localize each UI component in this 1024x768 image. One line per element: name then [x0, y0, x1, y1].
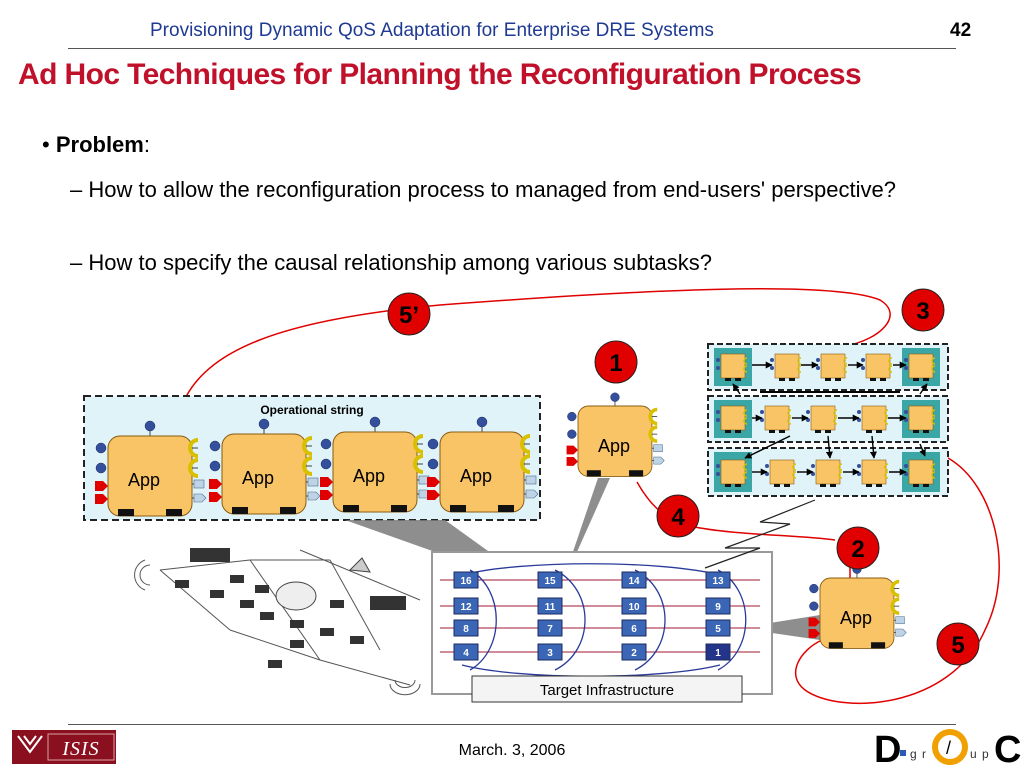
infra-node-label: 3	[547, 648, 553, 659]
step-marker-3: 3	[901, 288, 945, 332]
infra-node-label: 5	[715, 624, 721, 635]
infra-node-label: 14	[628, 576, 640, 587]
op-app-2-label: App	[242, 468, 274, 488]
step-label-4: 4	[671, 504, 685, 531]
step-marker-5prime: 5’	[387, 292, 431, 336]
doc-logo-u: u	[970, 747, 977, 761]
infra-node: 9	[705, 597, 731, 615]
doc-logo-c: C	[994, 729, 1021, 768]
infra-node: 7	[537, 619, 563, 637]
infra-node-label: 10	[628, 602, 640, 613]
infra-node: 4	[453, 643, 479, 661]
infra-node-label: 7	[547, 624, 553, 635]
step-marker-2: 2	[836, 526, 880, 570]
target-infrastructure-label: Target Infrastructure	[540, 682, 674, 699]
doc-logo-r: r	[922, 747, 926, 761]
infra-node: 10	[621, 597, 647, 615]
infra-node-label: 8	[463, 624, 469, 635]
isis-logo-text: ISIS	[61, 738, 99, 760]
op-app-4: App	[425, 415, 540, 514]
infra-node: 16	[453, 571, 479, 589]
op-app-1: App	[93, 419, 208, 518]
infra-node-label: 11	[545, 602, 556, 613]
header-title: Provisioning Dynamic QoS Adaptation for …	[150, 20, 714, 41]
curve-5prime	[181, 288, 891, 406]
problem-colon: :	[143, 132, 150, 157]
infra-node-label: 1	[715, 648, 721, 659]
infra-node-label: 15	[544, 576, 556, 587]
sub-bullet-2-text: How to specify the causal relationship a…	[88, 250, 713, 275]
doc-logo-d: D	[874, 729, 901, 768]
isis-logo: ISIS	[12, 730, 116, 764]
target-infrastructure-box	[471, 675, 743, 703]
step-marker-4: 4	[656, 494, 700, 538]
infra-node: 12	[453, 597, 479, 615]
step-label-3: 3	[916, 298, 929, 325]
projection-beam-3	[738, 615, 820, 640]
slide-title: Ad Hoc Techniques for Planning the Recon…	[18, 58, 862, 91]
infra-node: 11	[537, 597, 563, 615]
doc-logo-p: p	[982, 747, 989, 761]
step-label-5: 5	[951, 632, 964, 659]
dash-1: –	[70, 177, 89, 202]
infra-node-label: 2	[631, 648, 637, 659]
infra-node: 5	[705, 619, 731, 637]
op-app-2: App	[207, 417, 322, 516]
network-sketch	[134, 548, 421, 696]
step-label-5prime: 5’	[399, 302, 419, 329]
op-app-4-label: App	[460, 466, 492, 486]
operational-string-label: Operational string	[260, 403, 363, 417]
doc-logo-g: g	[910, 747, 917, 761]
infra-node: 14	[621, 571, 647, 589]
infra-node: 6	[621, 619, 647, 637]
op-app-3-label: App	[353, 466, 385, 486]
curve-5	[794, 457, 1000, 705]
infra-node-label: 12	[460, 602, 472, 613]
infra-node-label: 6	[631, 624, 637, 635]
infra-node: 13	[705, 571, 731, 589]
infra-node: 15	[537, 571, 563, 589]
footer-rule	[68, 724, 956, 725]
problem-label: Problem	[55, 132, 144, 157]
step-marker-5: 5	[936, 622, 980, 666]
header-rule	[68, 48, 956, 49]
step-label-1: 1	[609, 350, 622, 377]
infra-node: 2	[621, 643, 647, 661]
slide-number: 42	[950, 20, 972, 41]
curve-4	[636, 481, 836, 541]
bullet-dot: •	[42, 132, 56, 157]
app-step-1: App	[564, 391, 666, 479]
infra-node-label: 4	[463, 648, 469, 659]
infra-node: 1	[705, 643, 731, 661]
op-app-3: App	[318, 415, 433, 514]
infra-node-label: 13	[712, 576, 724, 587]
dash-2: –	[70, 250, 89, 275]
footer-date: March. 3, 2006	[458, 742, 566, 759]
op-app-1-label: App	[128, 470, 160, 490]
sub-bullet-2: – How to specify the causal relationship…	[70, 250, 712, 276]
sub-bullet-1-text: How to allow the reconfiguration process…	[88, 177, 896, 202]
infra-node-label: 16	[460, 576, 472, 587]
app-step-2: App	[806, 563, 908, 651]
infra-node: 8	[453, 619, 479, 637]
sub-bullet-1: – How to allow the reconfiguration proce…	[70, 174, 920, 206]
step-label-2: 2	[851, 536, 864, 563]
wireless-link	[704, 499, 816, 569]
infra-node-label: 9	[715, 602, 721, 613]
app-step-1-label: App	[598, 436, 630, 456]
step-marker-1: 1	[594, 340, 638, 384]
assembly-arrows	[732, 361, 928, 476]
bullet-problem: • Problem:	[42, 132, 150, 158]
infrastructure-nodes: 16 15 14 13 12 11 10 9 8 7 6 5 4 3 2 1	[453, 571, 731, 661]
doc-group-logo: D g r / u p C	[874, 729, 1021, 768]
app-step-2-label: App	[840, 608, 872, 628]
infra-node: 3	[537, 643, 563, 661]
doc-logo-slash: /	[946, 738, 951, 758]
infrastructure-torus	[461, 563, 747, 677]
